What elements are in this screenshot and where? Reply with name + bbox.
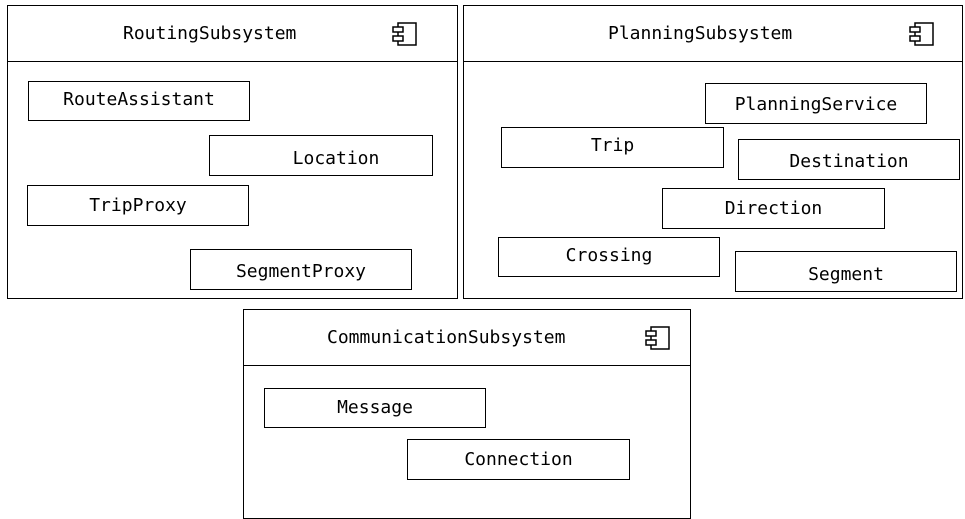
planning-subsystem-header: PlanningSubsystem [464,6,962,62]
class-message: Message [264,388,486,428]
planning-subsystem: PlanningSubsystem PlanningService Trip D… [463,5,963,299]
class-trip-proxy: TripProxy [27,185,249,226]
component-icon [909,22,934,46]
communication-subsystem-title: CommunicationSubsystem [327,327,566,348]
class-connection: Connection [407,439,630,480]
class-trip: Trip [501,127,724,168]
class-route-assistant: RouteAssistant [28,81,250,121]
component-icon [392,22,417,46]
class-destination: Destination [738,139,960,180]
class-location: Location [209,135,433,176]
class-crossing: Crossing [498,237,720,277]
component-icon [645,326,670,350]
communication-subsystem-header: CommunicationSubsystem [244,310,690,366]
communication-subsystem: CommunicationSubsystem Message Connectio… [243,309,691,519]
class-planning-service: PlanningService [705,83,927,124]
routing-subsystem: RoutingSubsystem RouteAssistant Location… [7,5,458,299]
routing-subsystem-header: RoutingSubsystem [8,6,457,62]
class-direction: Direction [662,188,885,229]
class-segment-proxy: SegmentProxy [190,249,412,290]
planning-subsystem-title: PlanningSubsystem [608,23,793,44]
routing-subsystem-title: RoutingSubsystem [123,23,297,44]
class-segment: Segment [735,251,957,292]
